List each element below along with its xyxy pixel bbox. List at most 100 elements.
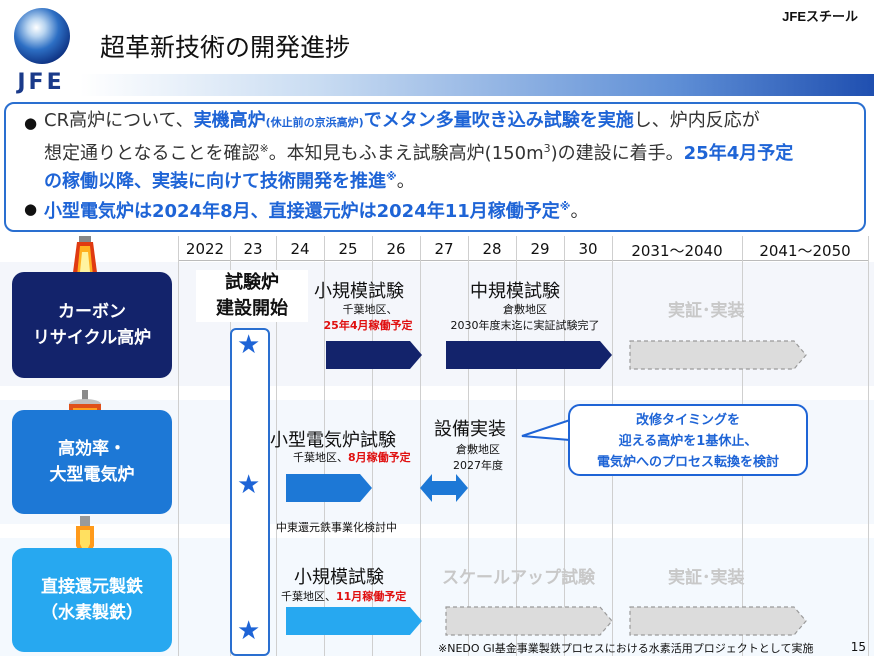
text: CR高炉について、	[44, 110, 194, 131]
label-future: 実証･実装	[668, 568, 745, 588]
arrow-future-row1	[629, 340, 807, 370]
arrow-double-row2	[420, 474, 468, 502]
label-start-date: 11月稼働予定	[336, 590, 407, 603]
title-gradient-bar	[80, 74, 874, 96]
label-scaleup: スケールアップ試験	[442, 568, 595, 588]
star-icon: ★	[237, 470, 261, 500]
label-note: 2030年度末迄に実証試験完了	[450, 319, 600, 332]
callout-line: 電気炉へのプロセス転換を検討	[596, 455, 779, 470]
label-start-date: 8月稼働予定	[348, 451, 411, 464]
label-location: 倉敷地区	[456, 443, 500, 456]
text: 25年4月予定	[683, 143, 794, 164]
star-icon: ★	[237, 330, 261, 360]
year-label: 2031～2040	[631, 242, 723, 260]
summary-line-1: CR高炉について、実機高炉(休止前の京浜高炉)でメタン多量吹き込み試験を実施し、…	[44, 108, 760, 136]
text: ※	[386, 170, 397, 183]
blast-furnace-icon	[72, 236, 98, 280]
text: 。	[570, 201, 589, 222]
text: ※	[259, 142, 269, 155]
text: (休止前の京浜高炉)	[265, 116, 364, 129]
callout-line: 迎える高炉を1基休止、	[618, 434, 758, 449]
label-location: 千葉地区、	[281, 590, 336, 603]
year-label: 25	[338, 240, 358, 258]
category-electric-furnace: 高効率・ 大型電気炉	[12, 410, 172, 514]
label-small-test: 小規模試験	[294, 567, 384, 588]
arrow-scaleup-row3	[445, 606, 613, 636]
arrow-small-test-row3	[286, 607, 422, 635]
text: 。本知見もふまえ試験高炉(150m	[268, 143, 544, 164]
year-label: 24	[290, 240, 310, 258]
bullet-icon: ●	[24, 200, 38, 218]
label-start-date: 25年4月稼働予定	[323, 319, 413, 332]
trial-title-line: 試験炉	[225, 272, 279, 293]
category-label: カーボン	[58, 302, 126, 322]
label-small-test: 小規模試験	[314, 281, 404, 302]
year-header	[178, 236, 868, 261]
category-label: 直接還元製鉄	[41, 577, 143, 597]
year-label: 26	[386, 240, 406, 258]
text: 実機高炉	[193, 110, 266, 131]
grid-line	[324, 236, 325, 656]
footnote: ※NEDO GI基金事業製鉄プロセスにおける水素活用プロジェクトとして実施	[438, 642, 814, 655]
grid-line	[868, 236, 869, 656]
logo-text: JFE	[17, 70, 65, 95]
text: でメタン多量吹き込み試験を実施	[363, 110, 634, 131]
callout-box: 改修タイミングを 迎える高炉を1基休止、 電気炉へのプロセス転換を検討	[568, 404, 808, 476]
grid-line	[516, 236, 517, 656]
text: 。	[396, 171, 415, 192]
label-equipment: 設備実装	[434, 419, 506, 440]
label-small-ef-test: 小型電気炉試験	[270, 430, 396, 451]
category-label: 大型電気炉	[49, 465, 135, 485]
category-label: 高効率・	[58, 439, 126, 459]
grid-line	[564, 236, 565, 656]
category-label: （水素製鉄）	[41, 603, 143, 623]
page-number: 15	[850, 640, 866, 654]
category-label: リサイクル高炉	[32, 328, 152, 348]
grid-line	[468, 236, 469, 656]
summary-line-2: 想定通りとなることを確認※。本知見もふまえ試験高炉(150m3)の建設に着手。2…	[44, 136, 793, 167]
text: 想定通りとなることを確認	[44, 143, 260, 164]
text: )の建設に着手。	[550, 143, 684, 164]
callout-pointer	[521, 418, 571, 442]
jfe-logo-icon	[14, 8, 70, 64]
arrow-future-row3	[629, 606, 807, 636]
grid-line	[178, 236, 179, 656]
text: 小型電気炉は2024年8月、直接還元炉は2024年11月稼働予定	[44, 201, 560, 222]
trial-title-line: 建設開始	[216, 298, 288, 319]
arrow-mid-test-row1	[446, 341, 612, 369]
year-label: 23	[243, 240, 263, 258]
year-label: 30	[578, 240, 598, 258]
category-direct-reduction: 直接還元製鉄 （水素製鉄）	[12, 548, 172, 652]
text: し、炉内反応が	[633, 110, 760, 131]
company-name: JFEスチール	[782, 9, 858, 24]
label-future: 実証･実装	[668, 301, 745, 321]
trial-furnace-column	[230, 328, 270, 656]
label-location: 倉敷地区	[503, 303, 547, 316]
grid-line	[420, 236, 421, 656]
label-location: 千葉地区、	[342, 303, 398, 316]
year-label: 27	[434, 240, 454, 258]
summary-box: ● CR高炉について、実機高炉(休止前の京浜高炉)でメタン多量吹き込み試験を実施…	[4, 102, 866, 232]
label-mid-test: 中規模試験	[470, 281, 560, 302]
year-label: 28	[482, 240, 502, 258]
trial-furnace-title: 試験炉 建設開始	[196, 270, 308, 322]
grid-line	[372, 236, 373, 656]
bullet-icon: ●	[24, 114, 38, 132]
year-label: 2041～2050	[759, 242, 851, 260]
year-label: 2022	[185, 240, 225, 258]
text: の稼働以降、実装に向けて技術開発を推進	[44, 171, 386, 192]
category-carbon-recycling: カーボン リサイクル高炉	[12, 272, 172, 378]
summary-line-4: 小型電気炉は2024年8月、直接還元炉は2024年11月稼働予定※。	[44, 194, 588, 225]
page-title: 超革新技術の開発進捗	[100, 33, 351, 62]
label-year: 2027年度	[453, 459, 503, 472]
arrow-small-test-row1	[326, 341, 422, 369]
text: 3	[543, 142, 551, 155]
label-location: 千葉地区、	[293, 451, 348, 464]
arrow-small-test-row2	[286, 474, 372, 502]
label-note: 中東還元鉄事業化検討中	[276, 521, 397, 534]
year-label: 29	[530, 240, 550, 258]
grid-line	[276, 236, 277, 656]
star-icon: ★	[237, 616, 261, 646]
callout-line: 改修タイミングを	[635, 413, 740, 428]
